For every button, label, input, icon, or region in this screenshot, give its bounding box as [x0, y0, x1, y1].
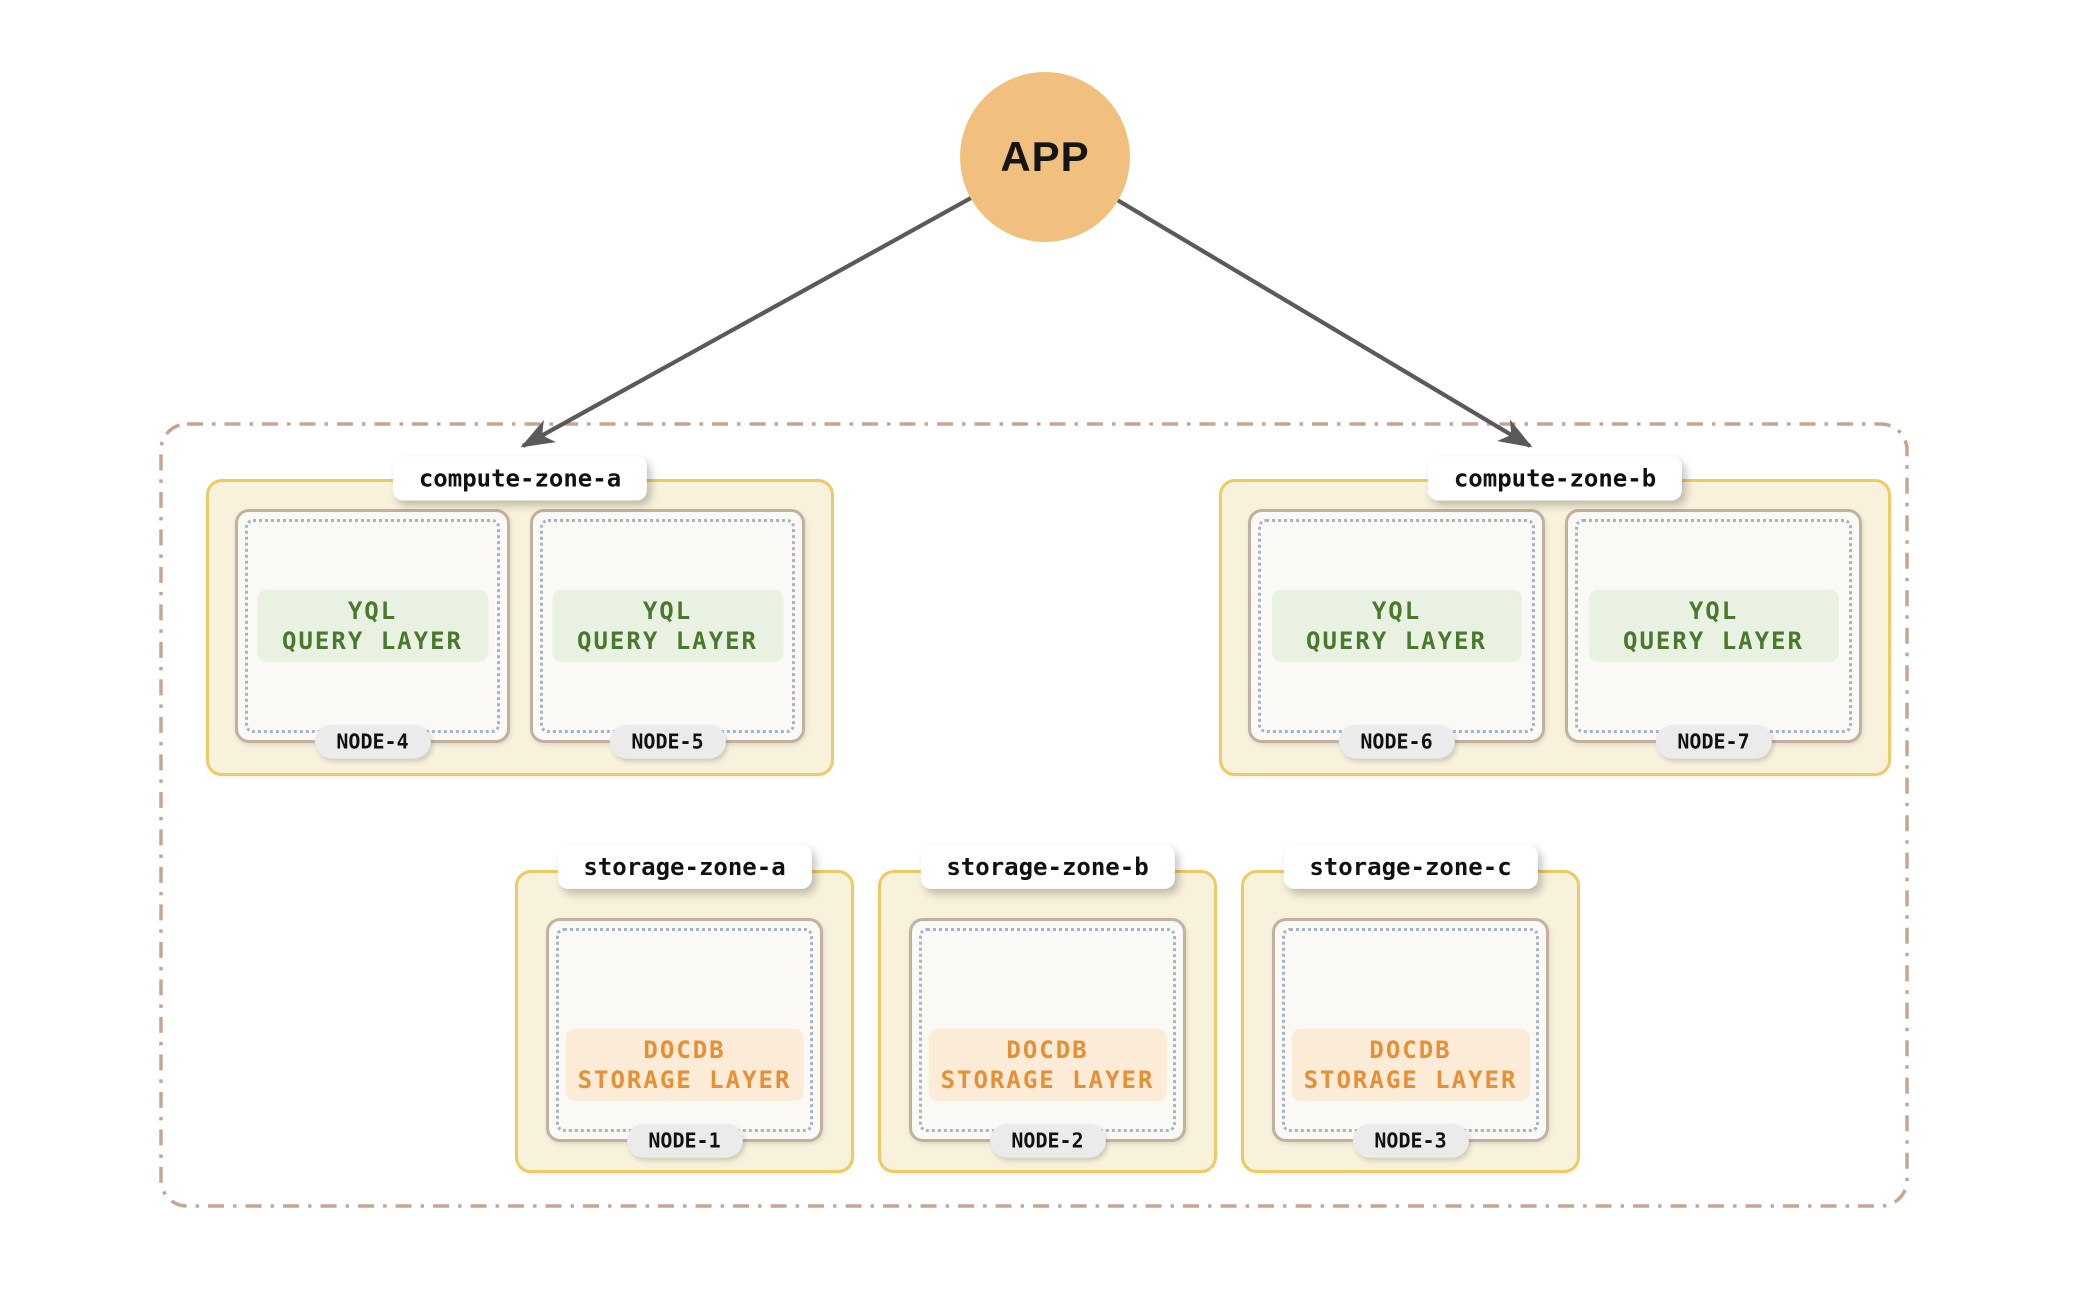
node-box-node-2: DOCDB STORAGE LAYER NODE-2	[909, 918, 1186, 1158]
layer-name: YQL	[1688, 596, 1739, 625]
layer-name: YQL	[347, 596, 398, 625]
layer-type: STORAGE LAYER	[577, 1065, 792, 1094]
cluster-boundary	[159, 422, 1909, 1208]
zone-storage-c: storage-zone-c DOCDB STORAGE LAYER NODE-…	[1241, 844, 1580, 1173]
node-box-node-1: DOCDB STORAGE LAYER NODE-1	[546, 918, 823, 1158]
layer-type: STORAGE LAYER	[940, 1065, 1155, 1094]
yql-query-layer-badge: YQL QUERY LAYER	[1588, 589, 1839, 663]
node-box-node-5: YQL QUERY LAYER NODE-5	[530, 509, 805, 759]
zone-storage-b: storage-zone-b DOCDB STORAGE LAYER NODE-…	[878, 844, 1217, 1173]
node-id-badge: NODE-7	[1655, 724, 1772, 759]
layer-type: QUERY LAYER	[1623, 627, 1804, 655]
layer-name: YQL	[1371, 596, 1422, 625]
zone-label-storage-c: storage-zone-c	[1283, 844, 1538, 889]
node-id-badge: NODE-6	[1338, 724, 1455, 759]
docdb-storage-layer-badge: DOCDB STORAGE LAYER	[1291, 1028, 1530, 1102]
layer-name: YQL	[642, 596, 693, 625]
layer-type: STORAGE LAYER	[1303, 1065, 1518, 1094]
zone-label-compute-b: compute-zone-b	[1427, 456, 1683, 501]
zone-label-compute-a: compute-zone-a	[392, 456, 648, 501]
app-label: APP	[1000, 133, 1090, 180]
node-box-node-7: YQL QUERY LAYER NODE-7	[1565, 509, 1862, 759]
node-id-badge: NODE-5	[609, 724, 726, 759]
node-box-node-3: DOCDB STORAGE LAYER NODE-3	[1272, 918, 1549, 1158]
node-id-badge: NODE-4	[314, 724, 431, 759]
zone-compute-b: compute-zone-b YQL QUERY LAYER NODE-6 YQ…	[1219, 456, 1891, 776]
compute-a-nodes-row: YQL QUERY LAYER NODE-4 YQL QUERY LAYER N…	[235, 509, 805, 759]
layer-name: DOCDB	[643, 1035, 726, 1064]
yql-query-layer-badge: YQL QUERY LAYER	[551, 589, 784, 663]
node-box-node-4: YQL QUERY LAYER NODE-4	[235, 509, 510, 759]
layer-name: DOCDB	[1006, 1035, 1089, 1064]
docdb-storage-layer-badge: DOCDB STORAGE LAYER	[928, 1028, 1167, 1102]
arrow-app-to-compute-zone-b	[1043, 155, 1533, 448]
zone-compute-a: compute-zone-a YQL QUERY LAYER NODE-4 YQ…	[206, 456, 834, 776]
docdb-storage-layer-badge: DOCDB STORAGE LAYER	[565, 1028, 804, 1102]
layer-type: QUERY LAYER	[282, 627, 463, 655]
node-id-badge: NODE-1	[626, 1123, 743, 1158]
node-id-badge: NODE-3	[1352, 1123, 1469, 1158]
zone-label-storage-b: storage-zone-b	[920, 844, 1175, 889]
arrow-app-to-compute-zone-a	[520, 155, 1047, 448]
zone-storage-a: storage-zone-a DOCDB STORAGE LAYER NODE-…	[515, 844, 854, 1173]
compute-b-nodes-row: YQL QUERY LAYER NODE-6 YQL QUERY LAYER N…	[1248, 509, 1862, 759]
yql-query-layer-badge: YQL QUERY LAYER	[1271, 589, 1522, 663]
layer-type: QUERY LAYER	[1306, 627, 1487, 655]
node-id-badge: NODE-2	[989, 1123, 1106, 1158]
node-box-node-6: YQL QUERY LAYER NODE-6	[1248, 509, 1545, 759]
layer-name: DOCDB	[1369, 1035, 1452, 1064]
app-node: APP	[960, 72, 1130, 242]
yql-query-layer-badge: YQL QUERY LAYER	[256, 589, 489, 663]
zone-label-storage-a: storage-zone-a	[557, 844, 812, 889]
layer-type: QUERY LAYER	[577, 627, 758, 655]
